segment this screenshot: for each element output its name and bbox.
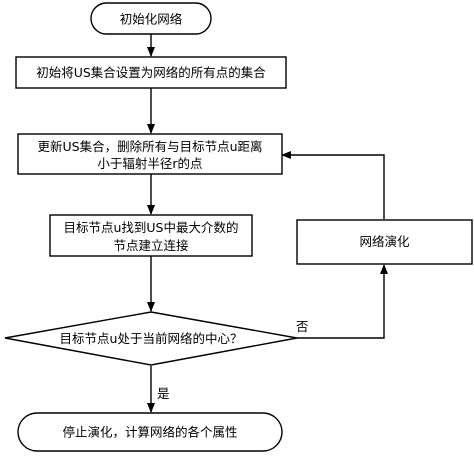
step-update-us-set-line2: 小于辐射半径r的点 <box>97 156 202 171</box>
step-network-evolution <box>296 219 473 265</box>
step-connect-max-betweenness-line2: 节点建立连接 <box>113 238 189 253</box>
branch-yes-label: 是 <box>157 386 170 401</box>
step-update-us-set-line1: 更新US集合，删除所有与目标节点u距离 <box>37 139 262 154</box>
end-terminator <box>17 412 283 452</box>
decision-is-center <box>4 311 298 366</box>
step-init-us-set <box>15 56 287 89</box>
decision-is-center-label: 目标节点u处于当前网络的中心？ <box>60 331 243 346</box>
arrow-decision-no-to-evolve <box>297 264 388 339</box>
step-connect-max-betweenness <box>49 214 253 257</box>
step-update-us-set <box>17 133 283 175</box>
step-network-evolution-label: 网络演化 <box>359 234 410 249</box>
arrow-evolve-to-step2 <box>281 151 385 219</box>
step-connect-max-betweenness-line1: 目标节点u找到US中最大介数的 <box>63 220 238 235</box>
branch-no-label: 否 <box>296 319 309 334</box>
step-init-us-set-label: 初始将US集合设置为网络的所有点的集合 <box>36 65 266 80</box>
start-terminator <box>90 2 212 35</box>
start-label: 初始化网络 <box>120 12 183 27</box>
end-label: 停止演化，计算网络的各个属性 <box>62 425 237 440</box>
